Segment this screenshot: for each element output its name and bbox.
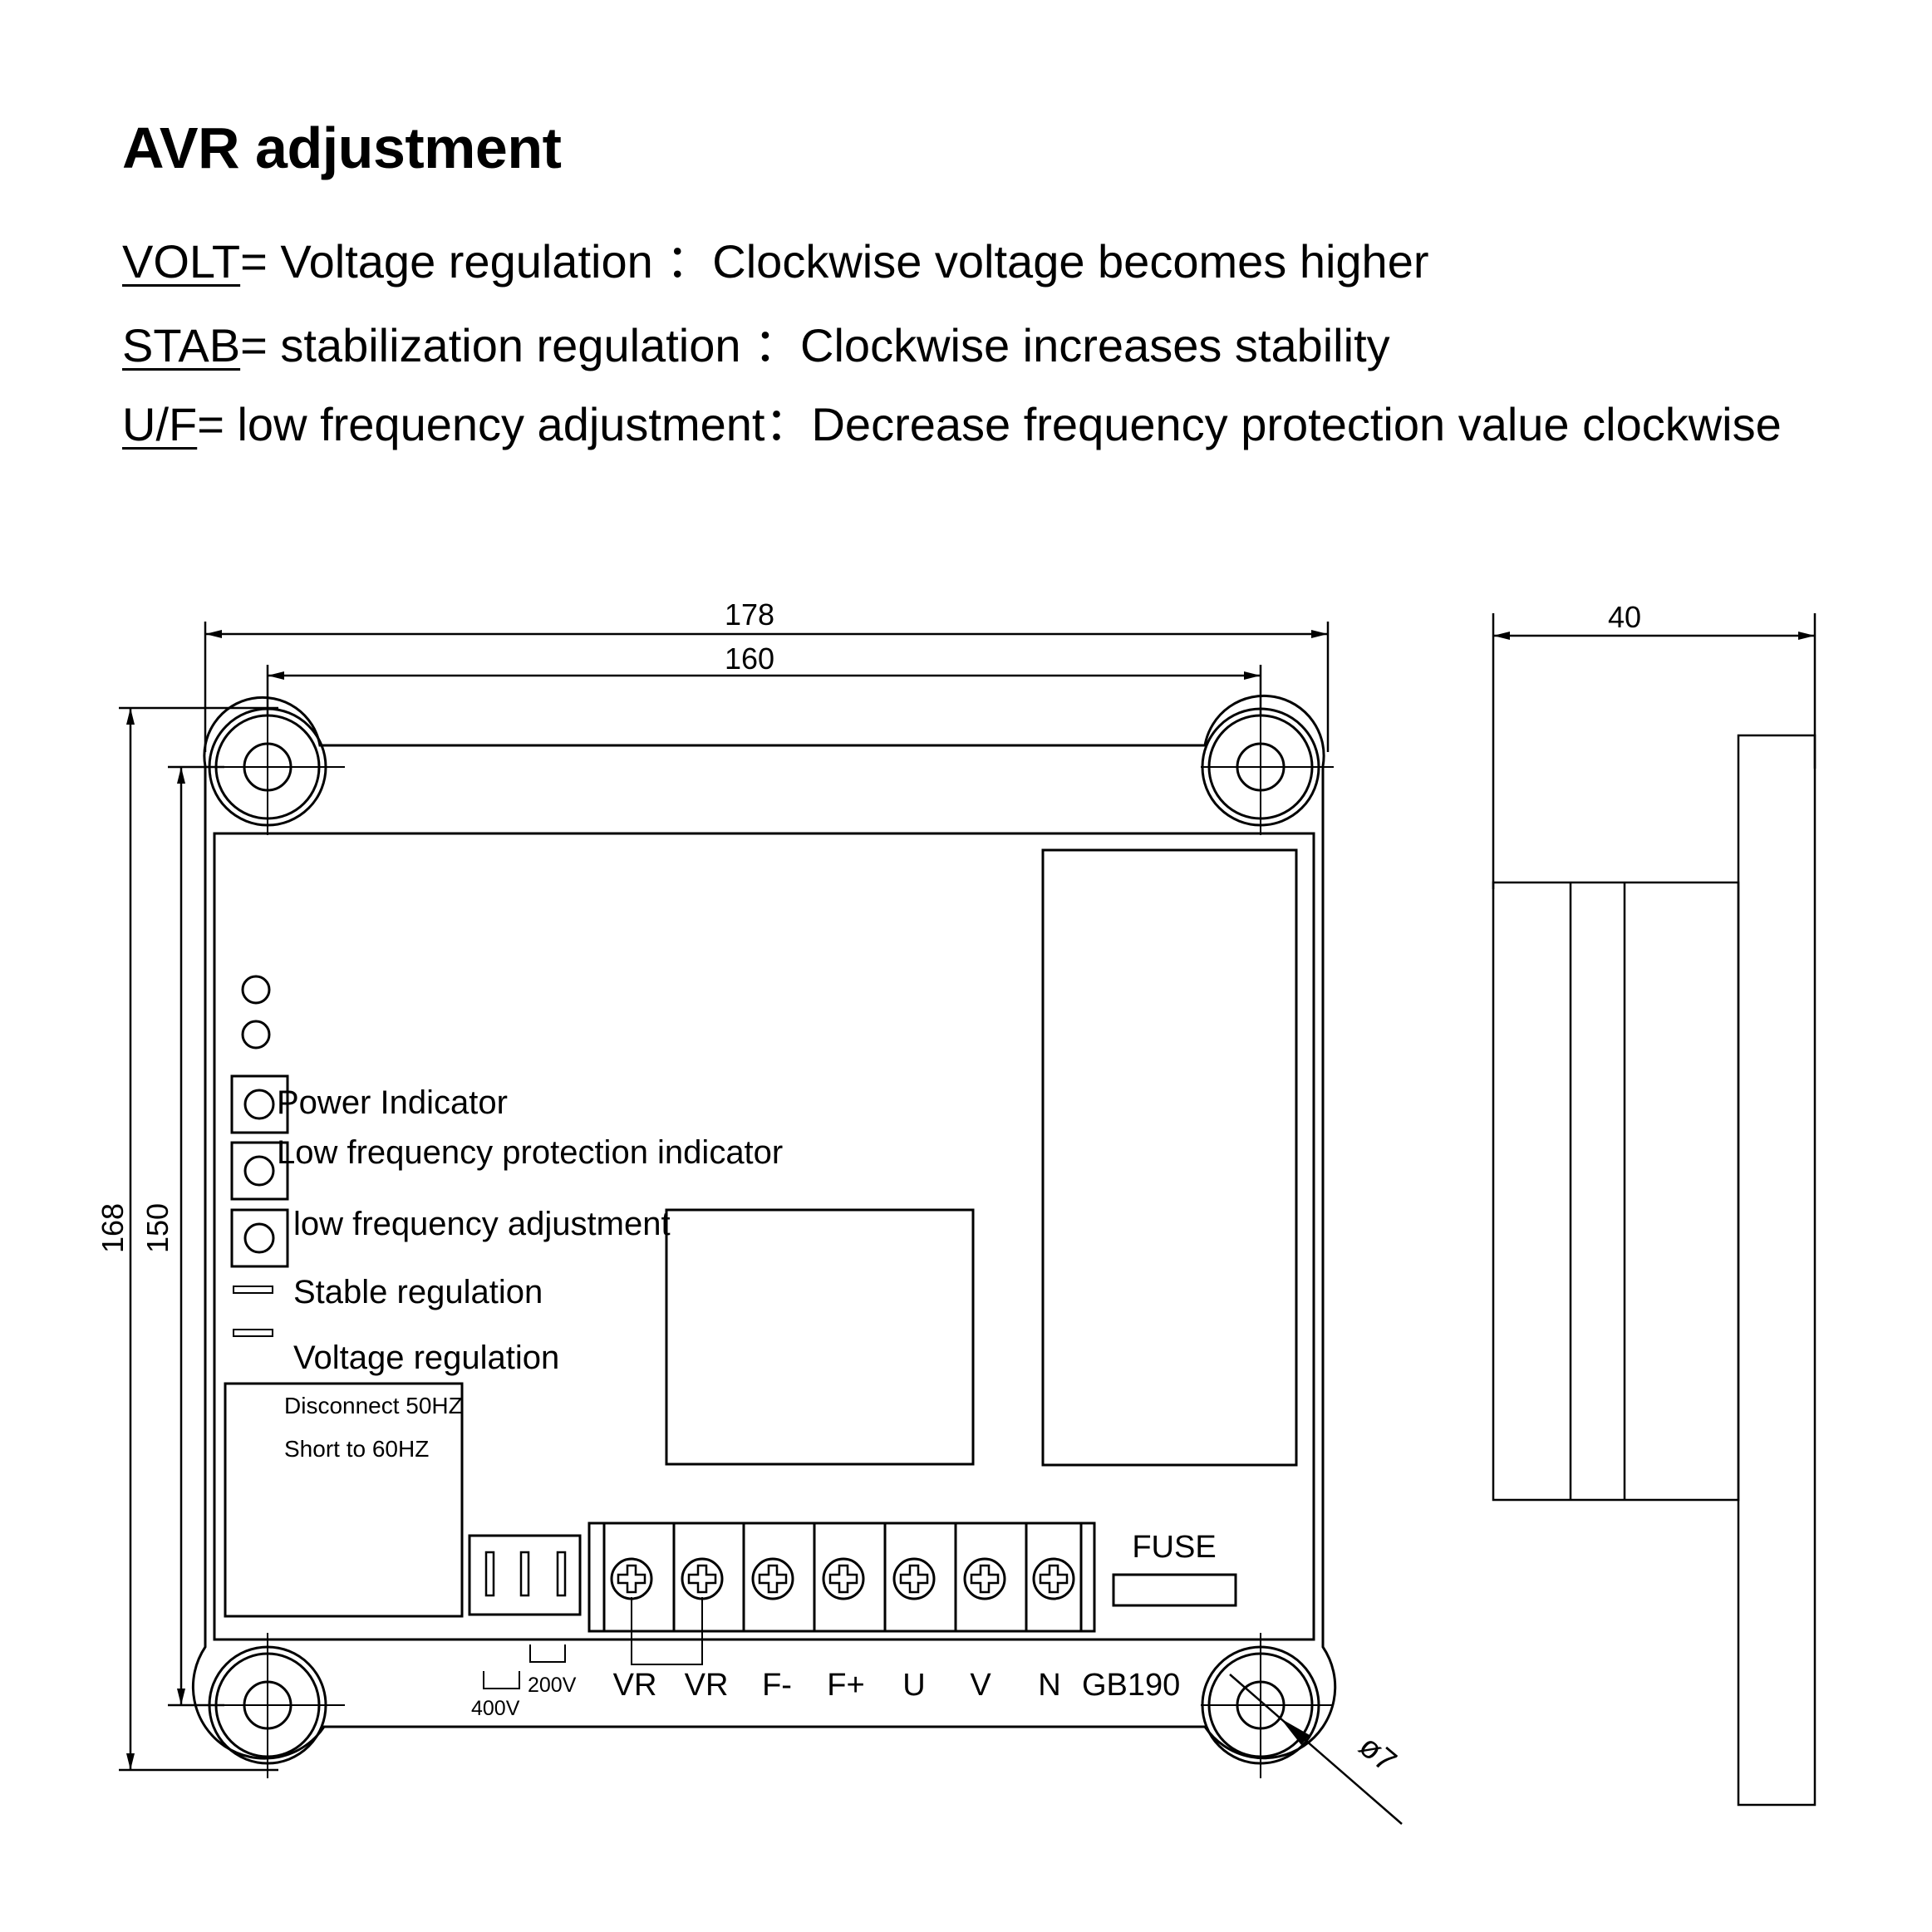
mounting-hole: [199, 705, 345, 835]
terminal-label: VR: [685, 1668, 729, 1703]
terminal-label: U: [902, 1668, 925, 1703]
legend-key: U/F: [122, 398, 198, 450]
page-title: AVR adjustment: [122, 116, 562, 180]
front-view: [191, 694, 1403, 1825]
board-outline: [191, 694, 1337, 1760]
terminal-label: VR: [613, 1668, 657, 1703]
label-low-freq-adjust: low frequency adjustment: [293, 1206, 671, 1242]
indicator-box: [230, 1208, 289, 1268]
led: [241, 975, 271, 1005]
dim-overall-width: 178: [725, 597, 774, 632]
label-low-freq-protection: Low frequency protection indicator: [277, 1134, 783, 1171]
legend-uf: U/F= low frequency adjustment：Decrease f…: [122, 387, 1782, 455]
label-power-indicator: Power Indicator: [277, 1084, 508, 1121]
pot-slot: [233, 1286, 273, 1294]
model-label: GB190: [1082, 1668, 1180, 1703]
label-stable-regulation: Stable regulation: [293, 1274, 543, 1310]
indicator-box: [230, 1141, 289, 1201]
screw-icon: [610, 1557, 653, 1600]
side-plate: [1737, 734, 1816, 1807]
jumper-note-1: Disconnect 50HZ: [284, 1393, 463, 1418]
terminal-screws: [610, 1557, 1075, 1600]
indicator-box: [230, 1074, 289, 1134]
screw-icon: [681, 1557, 724, 1600]
terminal-strip: [587, 1522, 1096, 1633]
led: [241, 1020, 271, 1050]
terminal-label: N: [1038, 1668, 1060, 1703]
label-400v: 400V: [471, 1697, 520, 1720]
terminal-label: F+: [827, 1668, 864, 1703]
ic-block: [665, 1208, 975, 1466]
legend-definition: = low frequency adjustment：Decrease freq…: [197, 398, 1782, 450]
legend-stab: STAB= stabilization regulation ：Clockwis…: [122, 308, 1390, 376]
label-voltage-regulation: Voltage regulation: [293, 1340, 559, 1376]
mounting-hole: [1201, 1633, 1334, 1778]
dim-hole-spacing-width: 160: [725, 642, 774, 676]
side-body: [1492, 881, 1740, 1502]
fuse-label: FUSE: [1132, 1530, 1216, 1565]
voltage-select-connector: [468, 1534, 582, 1616]
dim-depth: 40: [1608, 600, 1641, 634]
dimension-lines: [119, 622, 1330, 1772]
label-200v: 200V: [528, 1674, 577, 1697]
legend-key: VOLT: [122, 235, 241, 288]
screw-icon: [892, 1557, 936, 1600]
legend-definition: = Voltage regulation ：Clockwise voltage …: [240, 235, 1429, 288]
dim-overall-height: 168: [96, 1203, 130, 1253]
legend-volt: VOLT= Voltage regulation ：Clockwise volt…: [122, 224, 1429, 292]
transformer-block: [1041, 848, 1298, 1467]
legend-definition: = stabilization regulation ：Clockwise in…: [240, 319, 1390, 371]
screw-icon: [751, 1557, 794, 1600]
legend-key: STAB: [122, 319, 241, 371]
diameter-leader: [1229, 1674, 1403, 1825]
inner-board: [213, 832, 1315, 1641]
jumper-block: [224, 1382, 464, 1618]
screw-icon: [963, 1557, 1006, 1600]
terminal-label: F-: [762, 1668, 792, 1703]
fuse-holder: [1112, 1573, 1237, 1607]
terminal-label: V: [970, 1668, 991, 1703]
pot-slot: [233, 1329, 273, 1337]
screw-icon: [822, 1557, 865, 1600]
jumper-note-2: Short to 60HZ: [284, 1436, 429, 1462]
dim-hole-spacing-height: 150: [140, 1203, 175, 1253]
dim-hole-diameter: ø7: [1352, 1728, 1403, 1779]
side-view: [1492, 613, 1816, 1807]
screw-icon: [1032, 1557, 1075, 1600]
